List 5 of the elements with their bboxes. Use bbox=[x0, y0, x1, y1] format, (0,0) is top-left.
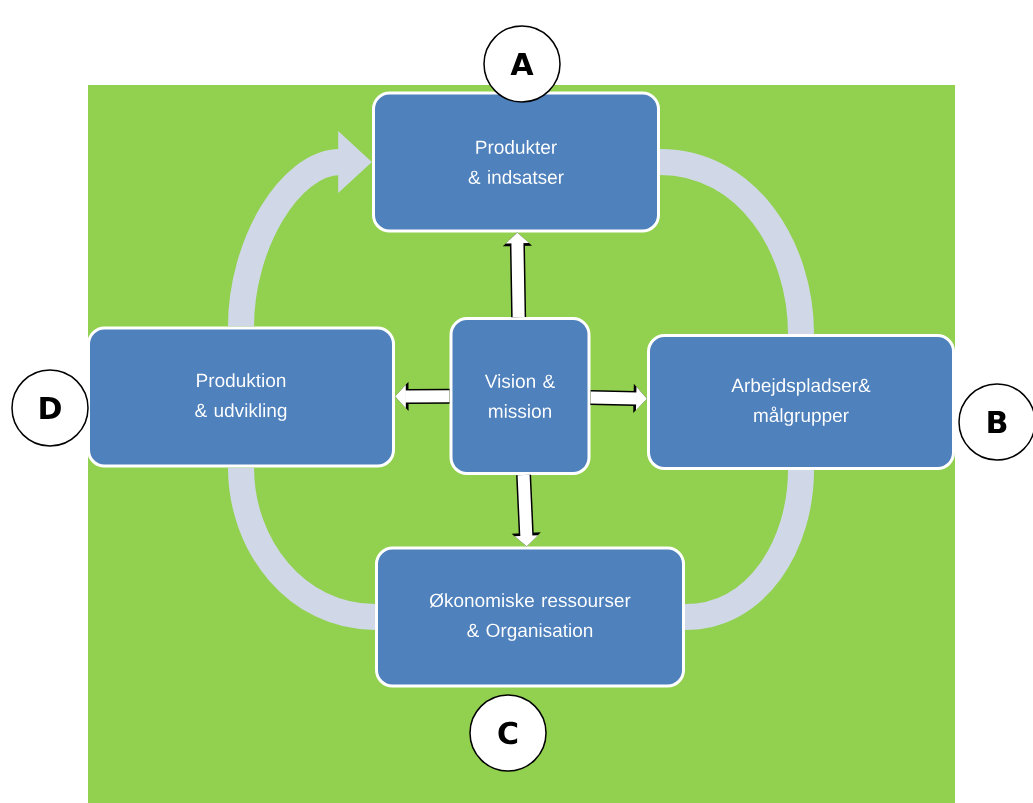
process-box: Produktion & udvikling bbox=[87, 326, 395, 468]
process-box: Vision & mission bbox=[449, 317, 591, 475]
process-box: Økonomiske ressourser & Organisation bbox=[375, 546, 685, 688]
process-box: Produkter & indsatser bbox=[372, 91, 660, 233]
process-box: Arbejdspladser& målgrupper bbox=[647, 334, 955, 470]
